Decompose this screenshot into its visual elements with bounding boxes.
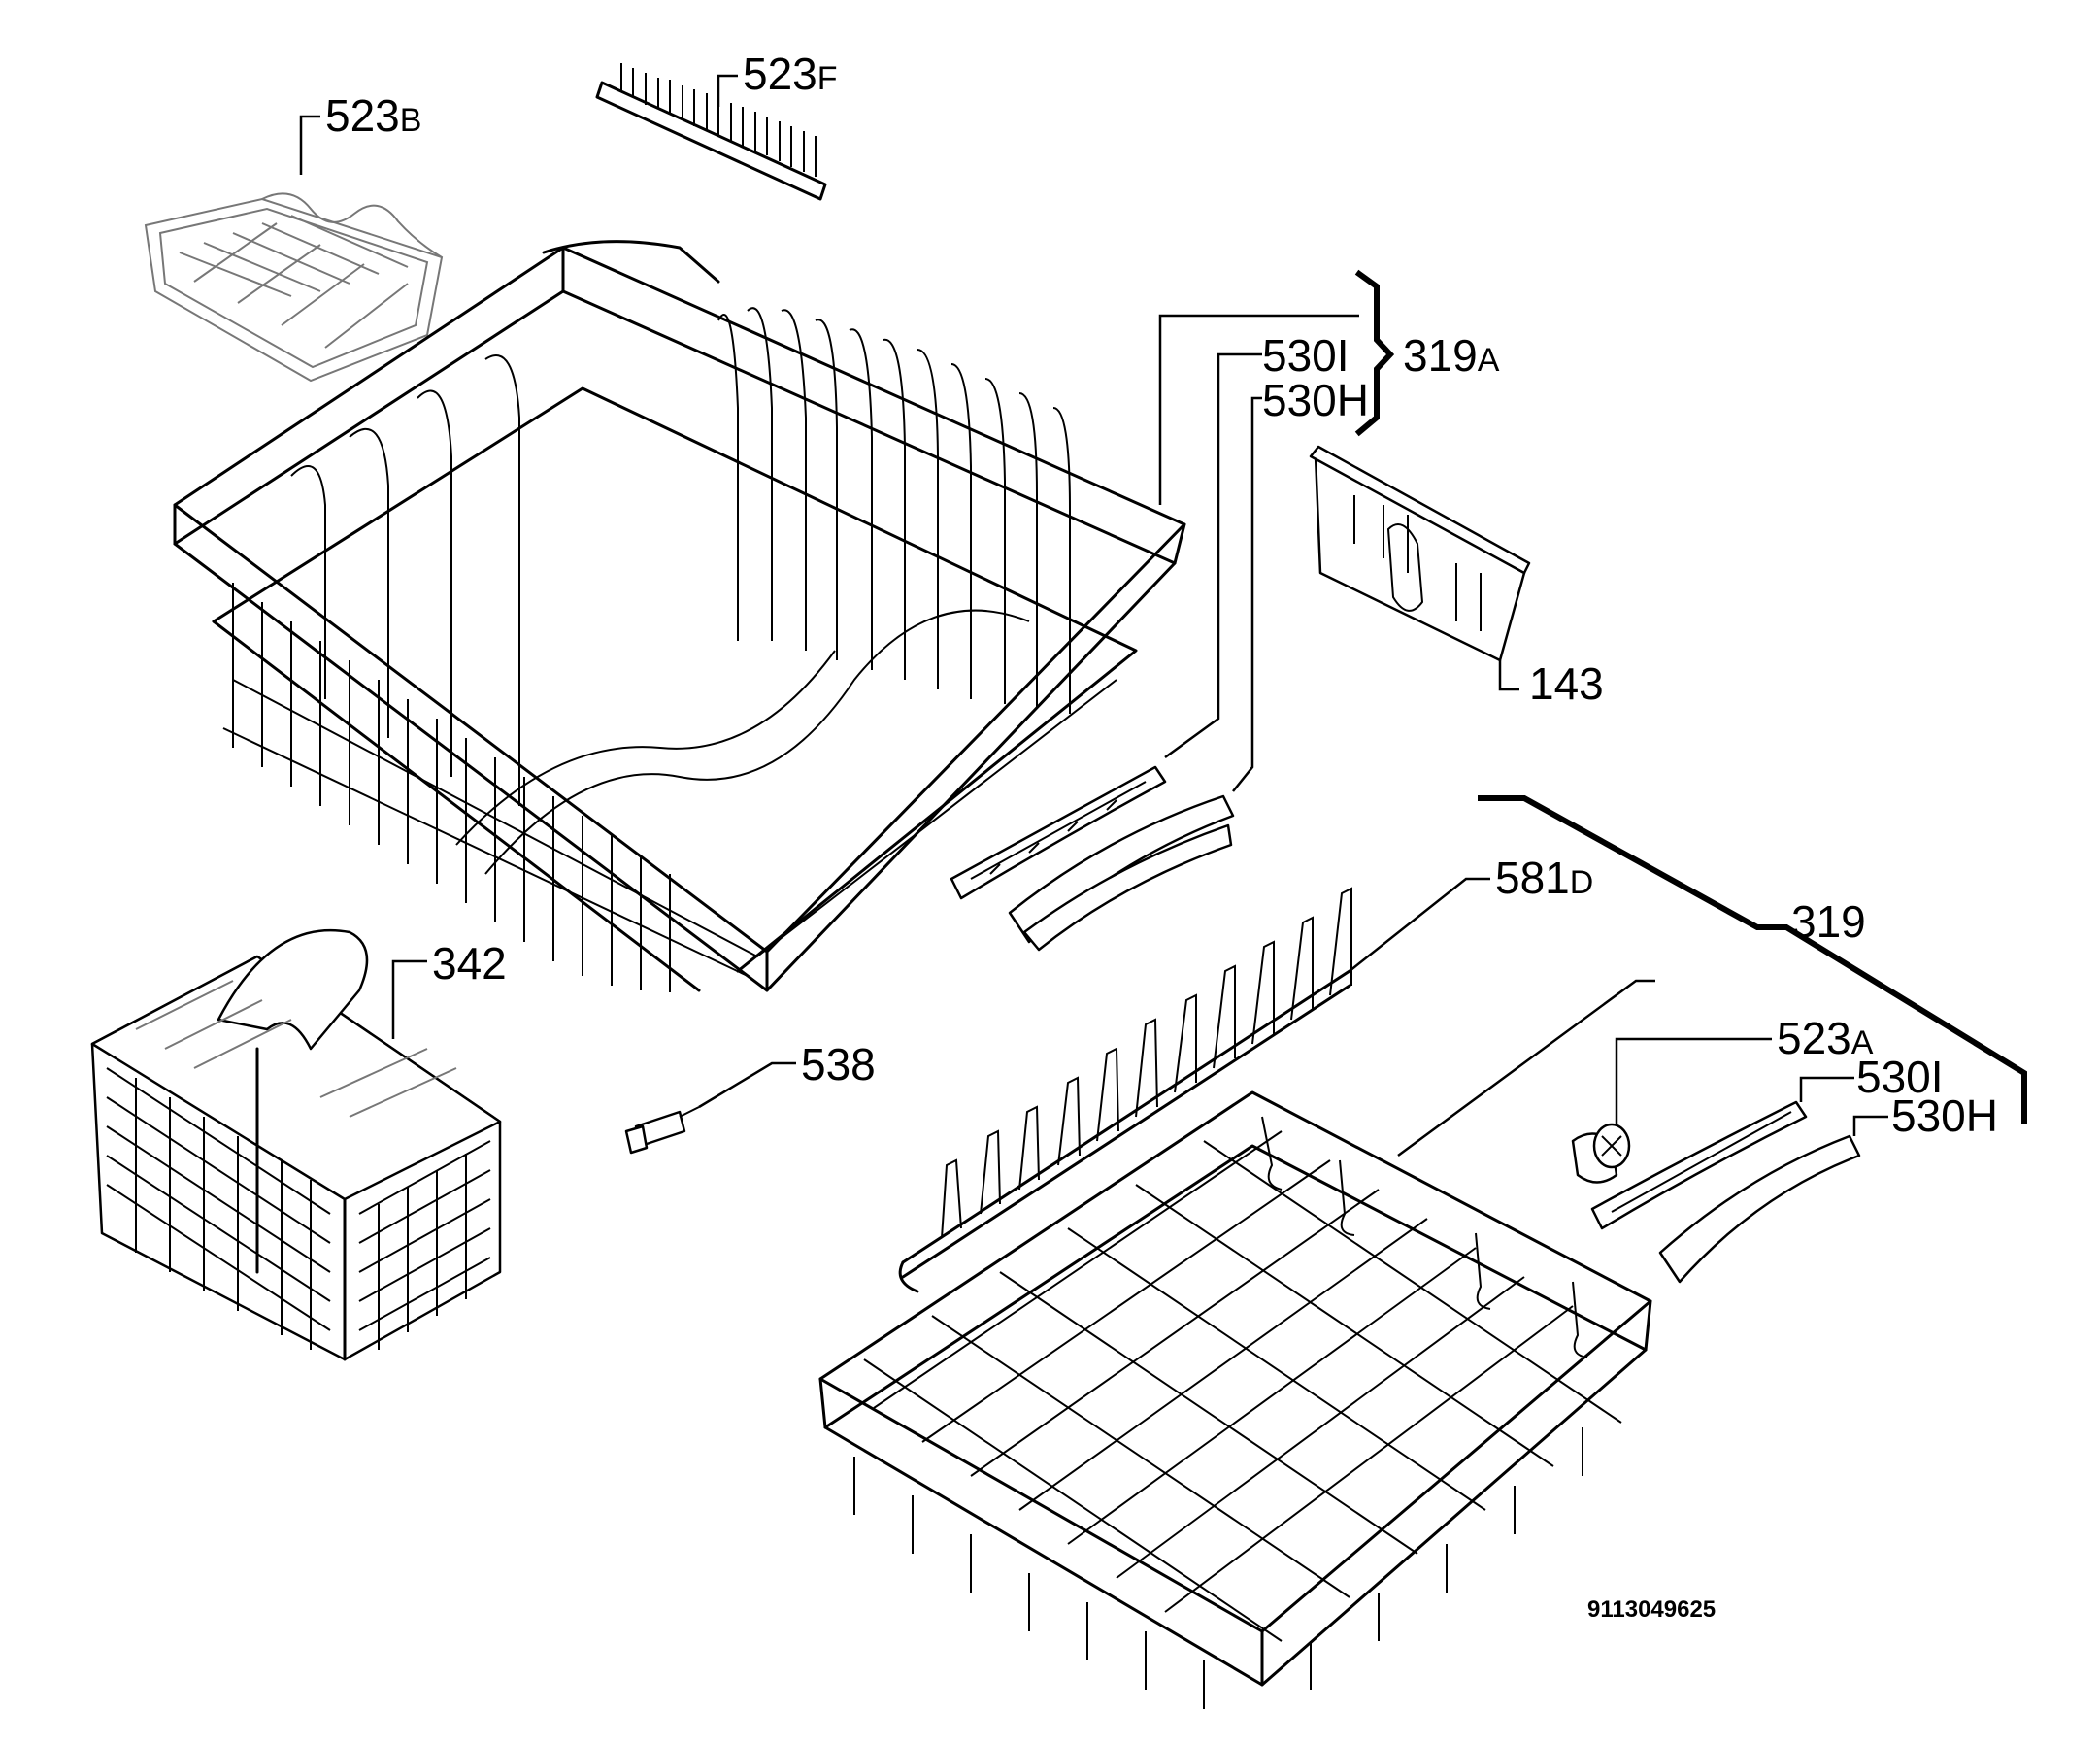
leader-lower-basket xyxy=(1397,979,1655,1157)
leader-530i-upper xyxy=(1164,352,1262,759)
label-523a: 523A xyxy=(1777,1013,1874,1063)
rack-bumper-530i-lower xyxy=(1590,1076,1854,1230)
rack-bumper-530i-upper xyxy=(950,765,1167,900)
label-523b: 523B xyxy=(325,90,421,141)
label-530h-upper: 530H xyxy=(1262,375,1369,425)
leader-530i-lower xyxy=(1799,1076,1854,1102)
leader-538 xyxy=(698,1061,796,1109)
leader-342 xyxy=(391,959,427,971)
brace-319a xyxy=(1354,269,1395,437)
wheel-523a xyxy=(1571,1037,1772,1184)
rack-bumper-530h-lower xyxy=(1658,1115,1888,1284)
label-581d: 581D xyxy=(1495,853,1593,903)
lower-basket xyxy=(818,979,1655,1709)
plate-rack-581d xyxy=(898,877,1490,1293)
leader-523a xyxy=(1615,1037,1772,1126)
label-530h-lower: 530H xyxy=(1891,1090,1998,1141)
label-342: 342 xyxy=(432,938,507,989)
leader-581d xyxy=(1349,877,1490,972)
rack-adjuster-143 xyxy=(1309,445,1531,691)
leader-523b xyxy=(299,115,320,175)
label-319a: 319A xyxy=(1403,330,1500,381)
drawing-code: 9113049625 xyxy=(1587,1596,1716,1623)
leader-530h-upper xyxy=(1232,396,1262,792)
leader-upper-basket xyxy=(1158,314,1359,505)
cutlery-tray-523b xyxy=(144,192,444,383)
rack-bumper-530h-upper xyxy=(1008,794,1235,952)
label-523f: 523F xyxy=(743,49,838,99)
pin-538 xyxy=(624,1061,796,1155)
upper-basket xyxy=(173,240,1186,992)
label-143: 143 xyxy=(1529,658,1604,709)
label-319: 319 xyxy=(1791,896,1866,947)
label-530i-upper: 530I xyxy=(1262,330,1350,381)
brace-319 xyxy=(1478,795,2027,1124)
rack-rail-523f xyxy=(595,63,827,201)
leader-143 xyxy=(1498,660,1519,691)
cutlery-basket-342 xyxy=(90,928,502,1361)
leader-523f xyxy=(717,74,738,107)
label-538: 538 xyxy=(801,1039,876,1090)
label-530i-lower: 530I xyxy=(1856,1052,1944,1102)
leader-530h-lower xyxy=(1852,1115,1888,1136)
